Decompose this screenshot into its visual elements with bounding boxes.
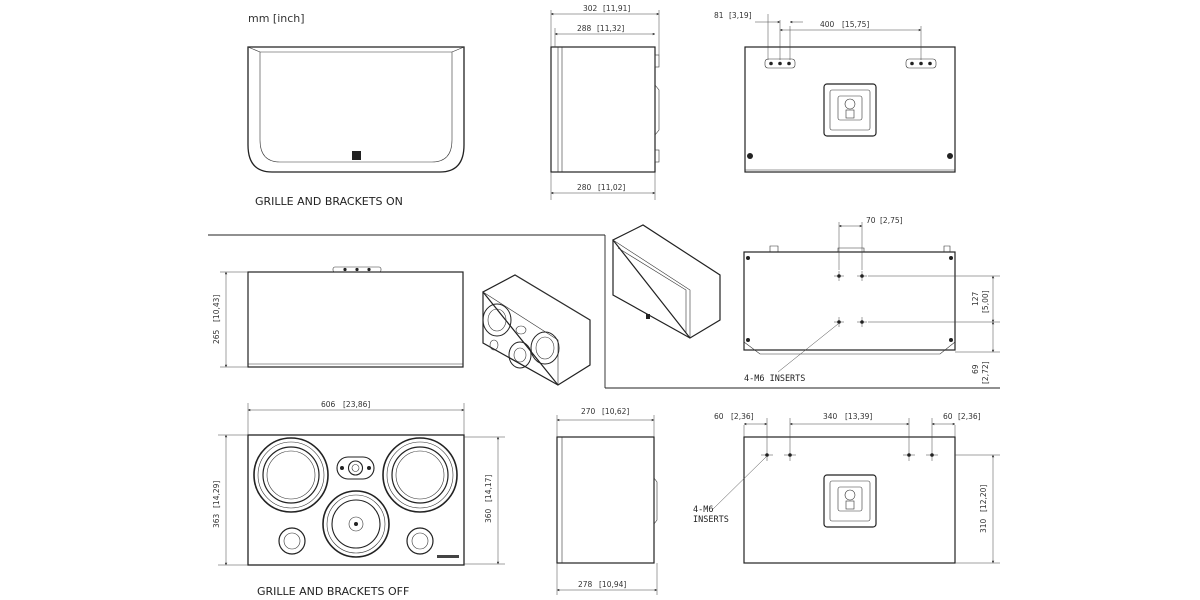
insert-marks: [834, 271, 867, 327]
dim-288: 288: [577, 24, 592, 33]
dim-265-inch: [10,43]: [212, 295, 221, 322]
brand-logo-icon: [437, 555, 459, 558]
label-inserts-bottom-2: INSERTS: [693, 515, 729, 525]
dim-340-inch: [13,39]: [845, 412, 872, 421]
tweeter-icon: [336, 456, 375, 480]
dim-70: 70: [866, 216, 876, 225]
dim-360-inch: [14,17]: [484, 475, 493, 502]
top-view-grille-on: [744, 14, 956, 173]
right-woofer-icon: [382, 437, 458, 513]
logo-badge-icon: [352, 151, 361, 160]
front-view-grille-off: [218, 403, 505, 566]
dim-280-inch: [11,02]: [598, 183, 625, 192]
isometric-view-grille-off: [482, 274, 591, 386]
dim-288-inch: [11,32]: [597, 24, 624, 33]
dim-70-inch: [2,75]: [880, 216, 903, 225]
dim-60-right: 60: [943, 412, 953, 421]
dim-340: 340: [823, 412, 838, 421]
bottom-view-inserts: [743, 222, 1000, 373]
dim-60-left: 60: [714, 412, 724, 421]
front-view-grille-on: [247, 46, 465, 173]
front-view-height: [220, 266, 464, 368]
dim-363: 363: [212, 513, 221, 528]
dim-400-inch: [15,75]: [842, 20, 869, 29]
left-woofer-icon: [253, 437, 329, 513]
dim-360: 360: [484, 508, 493, 523]
label-inserts-top: 4-M6 INSERTS: [744, 374, 805, 384]
dim-81: 81: [714, 11, 724, 20]
dim-60-right-inch: [2,36]: [958, 412, 981, 421]
dim-280: 280: [577, 183, 592, 192]
dim-270-inch: [10,62]: [602, 407, 629, 416]
dim-270: 270: [581, 407, 596, 416]
side-view-grille-off: [556, 415, 658, 595]
dim-69: 69: [971, 364, 980, 374]
dim-363-inch: [14,29]: [212, 481, 221, 508]
isometric-view-grille-on: [612, 224, 721, 339]
dim-265: 265: [212, 329, 221, 344]
right-port-icon: [406, 527, 434, 555]
dim-400: 400: [820, 20, 835, 29]
label-inserts-bottom-1: 4-M6: [693, 505, 713, 515]
dim-606-inch: [23,86]: [343, 400, 370, 409]
caption-grille-on: GRILLE AND BRACKETS ON: [255, 195, 403, 208]
insert-marks-top: [761, 449, 938, 461]
dim-278-inch: [10,94]: [599, 580, 626, 589]
dim-302: 302: [583, 4, 598, 13]
section-divider: [208, 234, 1000, 389]
dim-310: 310: [979, 518, 988, 533]
caption-grille-off: GRILLE AND BRACKETS OFF: [257, 585, 409, 598]
dim-60-left-inch: [2,36]: [731, 412, 754, 421]
dim-127-inch: [5,00]: [981, 290, 990, 313]
dim-81-inch: [3,19]: [729, 11, 752, 20]
top-view-grille-off: [711, 418, 1000, 564]
dim-302-inch: [11,91]: [603, 4, 630, 13]
midrange-driver-icon: [322, 490, 390, 558]
dim-69-inch: [2,72]: [981, 361, 990, 384]
dim-310-inch: [12,20]: [979, 485, 988, 512]
dim-606: 606: [321, 400, 336, 409]
left-port-icon: [278, 527, 306, 555]
dim-278: 278: [578, 580, 593, 589]
dim-127: 127: [971, 291, 980, 306]
units-label: mm [inch]: [248, 12, 305, 25]
side-view-grille-on: [550, 10, 660, 200]
